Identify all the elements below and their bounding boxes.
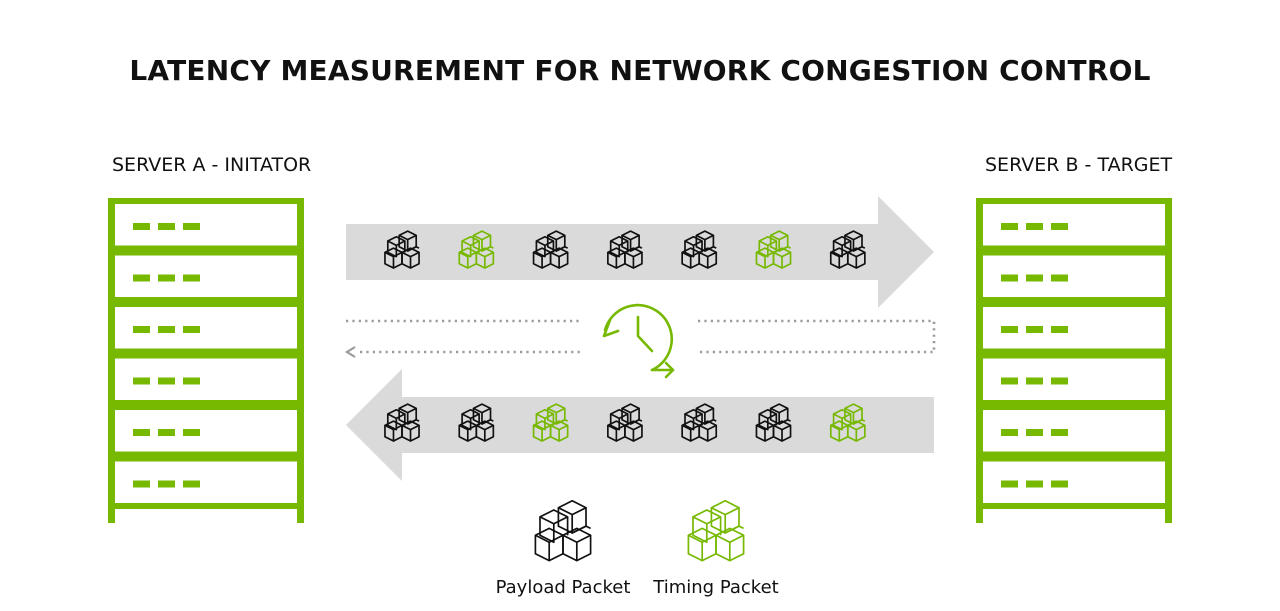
server-b-slot-6-led-1	[1001, 480, 1018, 488]
server-b-slot-3	[976, 301, 1172, 355]
server-a-slot-3	[108, 301, 304, 355]
server-a-slot-2-led-3	[183, 274, 200, 282]
server-b-slot-3-led-2	[1026, 326, 1043, 333]
server-b-slot-2-led-1	[1001, 274, 1018, 282]
server-b-label: SERVER B - TARGET	[985, 154, 1173, 176]
server-a-slot-4-led-1	[133, 377, 150, 385]
server-a-slot-6-led-3	[183, 480, 200, 488]
server-b-rack	[976, 198, 1172, 523]
payload-packet-legend-icon	[534, 499, 592, 562]
server-b-slot-2-led-2	[1026, 274, 1043, 282]
server-b-slot-5-led-1	[1001, 429, 1018, 436]
server-b-slot-6	[976, 455, 1172, 509]
server-b-slot-5	[976, 404, 1172, 458]
server-a-slot-1-led-2	[158, 223, 175, 230]
server-a-slot-6-led-2	[158, 480, 175, 488]
server-a-label: SERVER A - INITATOR	[112, 154, 312, 176]
server-b-slot-1-led-1	[1001, 223, 1018, 230]
server-a-slot-4	[108, 352, 304, 406]
server-a-slot-2	[108, 249, 304, 303]
server-b-slot-5-led-2	[1026, 429, 1043, 436]
server-b-slot-2-led-3	[1051, 274, 1068, 282]
server-a-slot-5-led-3	[183, 429, 200, 436]
server-a-slot-6	[108, 455, 304, 509]
server-a-slot-4-led-2	[158, 377, 175, 385]
server-a-slot-3-led-1	[133, 326, 150, 333]
server-b-slot-1-led-2	[1026, 223, 1043, 230]
server-a-slot-1-led-1	[133, 223, 150, 230]
legend-payload-label: Payload Packet	[495, 577, 631, 598]
server-a-slot-5-led-1	[133, 429, 150, 436]
server-a-slot-1-led-3	[183, 223, 200, 230]
dotted-line-arrowhead	[344, 346, 356, 358]
server-b-slot-4-led-3	[1051, 377, 1068, 385]
server-a-slot-1	[108, 198, 304, 252]
server-b-slot-4-led-2	[1026, 377, 1043, 385]
server-b-slot-6-led-3	[1051, 480, 1068, 488]
server-b-slot-6-led-2	[1026, 480, 1043, 488]
diagram-title: LATENCY MEASUREMENT FOR NETWORK CONGESTI…	[129, 54, 1151, 87]
clock-cycle-icon	[602, 303, 675, 379]
server-b-slot-4	[976, 352, 1172, 406]
server-a-slot-3-led-3	[183, 326, 200, 333]
server-a-slot-2-led-1	[133, 274, 150, 282]
server-a-slot-6-led-1	[133, 480, 150, 488]
server-b-slot-3-led-1	[1001, 326, 1018, 333]
dotted-line-upper-right	[698, 319, 936, 352]
latency-measurement-lines	[344, 319, 936, 358]
server-a-slot-5	[108, 404, 304, 458]
server-b-slot-3-led-3	[1051, 326, 1068, 333]
timing-packet-legend-icon	[687, 499, 745, 562]
server-b-slot-4-led-1	[1001, 377, 1018, 385]
server-a-rack	[108, 198, 304, 523]
server-b-slot-2	[976, 249, 1172, 303]
server-a-slot-4-led-3	[183, 377, 200, 385]
server-b-slot-1-led-3	[1051, 223, 1068, 230]
server-b-slot-1	[976, 198, 1172, 252]
legend-timing-label: Timing Packet	[653, 577, 779, 598]
server-a-slot-5-led-2	[158, 429, 175, 436]
server-a-slot-3-led-2	[158, 326, 175, 333]
server-b-slot-5-led-3	[1051, 429, 1068, 436]
server-a-slot-2-led-2	[158, 274, 175, 282]
timing-packet-icon	[687, 499, 745, 562]
payload-packet-icon	[534, 499, 592, 562]
